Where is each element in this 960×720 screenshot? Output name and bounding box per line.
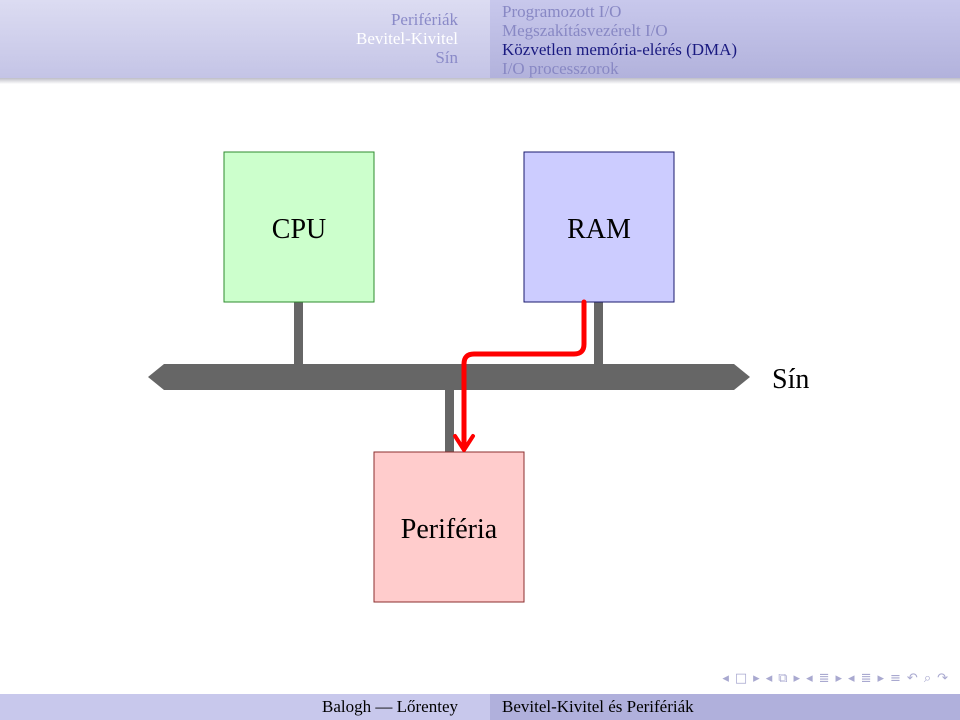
- nav-undo-icon[interactable]: ↶: [906, 670, 918, 686]
- nav-next-section-icon[interactable]: ▸: [835, 670, 843, 686]
- nav-prev-subsection-icon[interactable]: ◂: [765, 670, 773, 686]
- bus-label: Sín: [772, 364, 809, 395]
- section-nav: Perifériák Bevitel-Kivitel Sín: [0, 0, 490, 78]
- header-bar: Perifériák Bevitel-Kivitel Sín Programoz…: [0, 0, 960, 78]
- section-link-sín[interactable]: Sín: [435, 48, 458, 67]
- footer-title-panel: Bevitel-Kivitel és Perifériák: [490, 694, 960, 720]
- cpu-label: CPU: [272, 214, 326, 245]
- nav-subsection-icon[interactable]: ⧉: [778, 670, 788, 686]
- subsection-nav: Programozott I/O Megszakításvezérelt I/O…: [490, 0, 960, 78]
- subsection-link-megszakitasvezerelt-io[interactable]: Megszakításvezérelt I/O: [502, 21, 668, 40]
- subsection-link-io-processzorok[interactable]: I/O processzorok: [502, 59, 619, 78]
- nav-search-icon[interactable]: ⌕: [923, 670, 932, 686]
- beamer-navigation: ◂ □ ▸ ◂ ⧉ ▸ ◂ ≣ ▸ ◂ ≣ ▸ ≡ ↶ ⌕ ↷: [722, 668, 948, 688]
- section-link-perifériák[interactable]: Perifériák: [390, 10, 458, 29]
- ram-bus-connector: [594, 302, 603, 366]
- nav-prev-frame-icon[interactable]: ◂: [722, 670, 729, 686]
- system-bus: [148, 364, 750, 390]
- footer-author-panel: Balogh — Lőrentey: [0, 694, 490, 720]
- footer-author: Balogh — Lőrentey: [322, 697, 458, 716]
- footer-title: Bevitel-Kivitel és Perifériák: [502, 697, 694, 716]
- dma-arrow-head: [453, 434, 475, 452]
- section-link-bevitel-kivitel[interactable]: Bevitel-Kivitel: [356, 29, 458, 48]
- peripheral-bus-connector: [445, 388, 454, 453]
- ram-label: RAM: [567, 214, 631, 245]
- footer-bar: Balogh — Lőrentey Bevitel-Kivitel és Per…: [0, 694, 960, 720]
- peripheral-box: [373, 451, 525, 603]
- nav-section-icon[interactable]: ≣: [818, 670, 830, 686]
- nav-part-icon[interactable]: ≣: [860, 670, 872, 686]
- nav-prev-section-icon[interactable]: ◂: [806, 670, 813, 686]
- nav-redo-icon[interactable]: ↷: [937, 670, 948, 686]
- nav-next-part-icon[interactable]: ▸: [877, 670, 884, 686]
- nav-frame-icon[interactable]: □: [734, 670, 748, 686]
- cpu-box: [223, 151, 375, 303]
- nav-next-subsection-icon[interactable]: ▸: [793, 670, 801, 686]
- ram-box: [523, 151, 675, 303]
- nav-next-frame-icon[interactable]: ▸: [753, 670, 760, 686]
- dma-transfer-arrow: [461, 299, 587, 448]
- subsection-link-dma[interactable]: Közvetlen memória-elérés (DMA): [502, 40, 738, 59]
- nav-align-icon[interactable]: ≡: [890, 670, 901, 686]
- nav-prev-part-icon[interactable]: ◂: [848, 670, 855, 686]
- peripheral-label: Periféria: [401, 514, 498, 545]
- header-shadow: [0, 78, 960, 84]
- subsection-link-programozott-io[interactable]: Programozott I/O: [502, 2, 622, 21]
- cpu-bus-connector: [294, 302, 303, 366]
